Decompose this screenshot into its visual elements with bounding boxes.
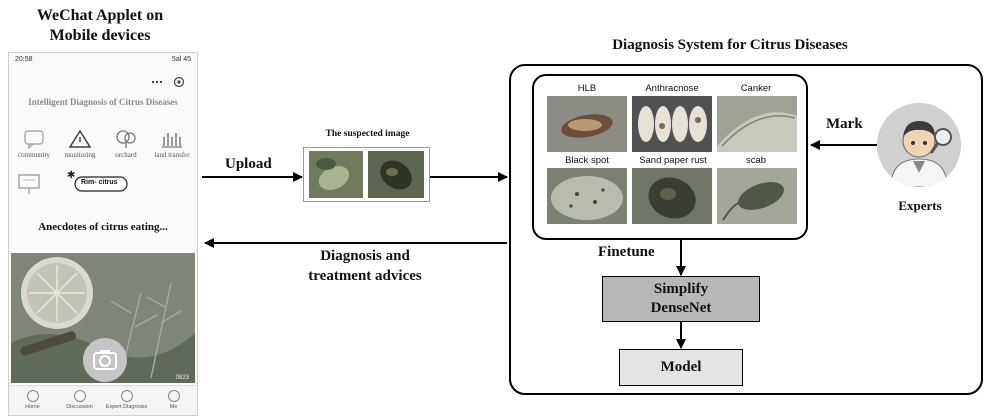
- discussion-icon: [73, 390, 86, 402]
- status-time: 20:58: [15, 56, 33, 63]
- disease-label-scab: scab: [745, 155, 767, 166]
- camera-button[interactable]: [83, 338, 127, 382]
- disease-image-scab: [717, 168, 797, 224]
- menu-land-transfer-label: land transfer: [154, 151, 190, 159]
- simplify-line1: Simplify: [653, 281, 709, 297]
- menu-land-transfer[interactable]: land transfer: [149, 129, 195, 159]
- finetune-label: Finetune: [598, 244, 655, 260]
- home-icon: [26, 390, 39, 402]
- tag-sparkle-icon: ✱: [67, 170, 128, 192]
- disease-label-sand-paper-rust: Sand paper rust: [639, 155, 707, 166]
- close-applet-icon: [173, 76, 185, 88]
- nav-home-label: Home: [25, 404, 40, 410]
- suspected-leaf-photos: [309, 151, 424, 198]
- nav-expert-diagnosis-label: Expert Diagnosis: [105, 404, 148, 410]
- experts-label: Experts: [898, 198, 942, 213]
- suspected-image-label: The suspected image: [325, 129, 410, 139]
- warning-icon: [69, 129, 91, 148]
- nav-home[interactable]: Home: [9, 390, 56, 410]
- magnifier-icon: [934, 128, 952, 146]
- mark-label: Mark: [826, 116, 863, 132]
- disease-image-hlb: [547, 96, 627, 152]
- status-indicators: 5al 45: [171, 56, 191, 63]
- camera-icon: [93, 350, 117, 370]
- model-box: Model: [619, 349, 743, 386]
- menu-monitoring[interactable]: monitoring: [57, 129, 103, 159]
- disease-label-hlb: HLB: [577, 83, 597, 94]
- upload-label: Upload: [225, 156, 272, 172]
- photo-counter: 0823: [175, 375, 189, 381]
- disease-label-anthracnose: Anthracnose: [645, 83, 699, 94]
- diagnosis-line1: Diagnosis and: [320, 248, 410, 264]
- disease-label-canker: Canker: [740, 83, 772, 94]
- diagnosis-line2: treatment advices: [308, 268, 422, 284]
- anecdote-heading[interactable]: Anecdotes of citrus eating...: [38, 221, 168, 233]
- disease-image-sand-paper-rust: [632, 168, 712, 224]
- menu-monitoring-label: monitoring: [64, 151, 96, 159]
- phone-panel-title: WeChat Applet on Mobile devices: [20, 6, 180, 46]
- suspected-image-frame: [303, 147, 430, 202]
- phone-title-line2: Mobile devices: [49, 27, 151, 44]
- citrus-tag-label: Rim- citrus: [81, 179, 118, 186]
- simplify-line2: DenseNet: [650, 300, 712, 316]
- bottom-nav: Home Discussion Expert Diagnosis Me: [9, 385, 197, 415]
- nav-discussion[interactable]: Discussion: [56, 390, 103, 410]
- menu-community-label: community: [18, 151, 50, 159]
- system-container: [509, 64, 983, 395]
- nav-discussion-label: Discussion: [66, 404, 93, 410]
- svg-text:✱: ✱: [67, 170, 75, 181]
- nav-me[interactable]: Me: [150, 390, 197, 410]
- disease-image-black-spot: [547, 168, 627, 224]
- doctor-avatar-icon: [877, 103, 961, 187]
- chat-bubble-icon: [24, 130, 44, 149]
- menu-community[interactable]: community: [11, 129, 57, 159]
- expert-icon: [120, 390, 133, 402]
- citrus-photo: 0823: [11, 253, 195, 383]
- nav-expert-diagnosis[interactable]: Expert Diagnosis: [103, 390, 150, 410]
- disease-label-black-spot: Black spot: [565, 155, 609, 166]
- menu-orchard-label: orchard: [115, 151, 137, 159]
- phone-screen: 20:58 5al 45 Intelligent Diagnosis of Ci…: [8, 52, 198, 416]
- phone-title-line1: WeChat Applet on: [36, 7, 164, 24]
- disease-image-canker: [717, 96, 797, 152]
- expert-avatar: [877, 103, 961, 187]
- disease-image-anthracnose: [632, 96, 712, 152]
- user-icon: [167, 390, 180, 402]
- lemon-honey-image: [11, 253, 195, 383]
- system-title: Diagnosis System for Citrus Diseases: [612, 37, 848, 53]
- more-dots-icon: [151, 80, 155, 84]
- simplify-densenet-box: Simplify DenseNet: [602, 276, 760, 322]
- menu-orchard[interactable]: orchard: [103, 129, 149, 159]
- citrus-tag-card[interactable]: ✱ Rim- citrus: [65, 169, 129, 195]
- field-icon: [162, 133, 182, 148]
- diagnosis-advice-label: Diagnosis and treatment advices: [270, 246, 460, 286]
- notice-board-icon[interactable]: [17, 173, 41, 195]
- tree-icon: [116, 130, 136, 148]
- nav-me-label: Me: [169, 404, 178, 410]
- app-title: Intelligent Diagnosis of Citrus Diseases: [28, 97, 178, 107]
- disease-dataset-box: [532, 74, 808, 240]
- applet-capsule[interactable]: [145, 75, 189, 89]
